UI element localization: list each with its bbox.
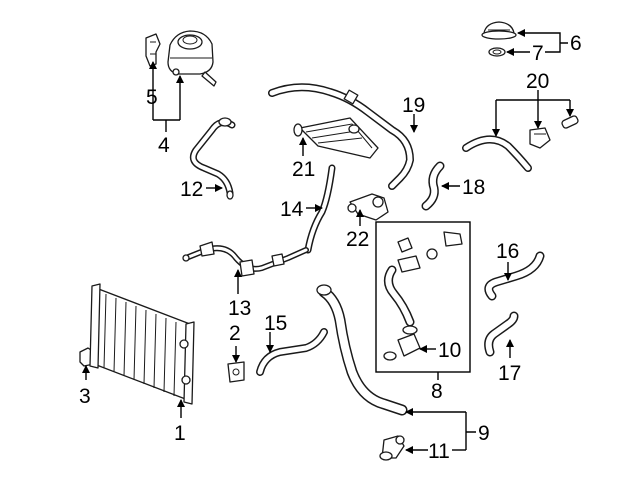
- callout-2: 2: [229, 322, 241, 345]
- callout-9: 9: [478, 422, 490, 445]
- thermostat-housing-part-22: [347, 193, 389, 221]
- radiator-part-1: [89, 283, 195, 405]
- hose-part-12: [189, 117, 236, 200]
- callout-14: 14: [280, 198, 304, 221]
- callout-6: 6: [570, 32, 582, 55]
- hose-part-17: [484, 311, 519, 357]
- bracket-part-2: [227, 361, 245, 383]
- callout-22: 22: [346, 228, 369, 251]
- heater-hoses-part-20: [462, 115, 579, 172]
- coolant-pipe-part-13: [182, 241, 309, 277]
- callout-19: 19: [402, 94, 425, 117]
- reservoir-cap: [481, 21, 517, 40]
- part-8-group-box: [375, 221, 471, 373]
- callout-17: 17: [498, 362, 521, 385]
- callout-20: 20: [526, 70, 549, 93]
- hose-part-18: [421, 161, 445, 211]
- callout-1: 1: [174, 422, 186, 445]
- callout-21: 21: [292, 158, 315, 181]
- callout-4: 4: [158, 134, 170, 157]
- pipe-assembly-part-21: [293, 117, 379, 159]
- callout-11: 11: [428, 440, 450, 463]
- callout-labels: 1 2 3 4 5 6 7 8 9 10 11 12 13 14 15 16 1…: [79, 32, 582, 463]
- callout-15: 15: [264, 312, 287, 335]
- callout-5: 5: [146, 86, 158, 109]
- callout-7: 7: [532, 42, 544, 65]
- flange-part-10: [383, 325, 421, 361]
- cap-seal: [488, 47, 506, 57]
- hose-part-14: [304, 164, 336, 254]
- callout-12: 12: [180, 178, 203, 201]
- callout-16: 16: [496, 240, 519, 263]
- callout-8: 8: [431, 380, 443, 403]
- lower-hose-part-9: [316, 284, 408, 416]
- callout-3: 3: [79, 385, 91, 408]
- callout-10: 10: [438, 339, 461, 362]
- hose-part-19: [268, 83, 414, 190]
- hose-part-15: [256, 328, 328, 376]
- leader-lines: [82, 29, 574, 454]
- callout-18: 18: [462, 176, 485, 199]
- reservoir-bracket: [145, 33, 161, 67]
- callout-13: 13: [228, 297, 251, 320]
- connector-part-11: [379, 435, 405, 461]
- hose-part-8-inner: [384, 231, 463, 327]
- coolant-reservoir: [167, 30, 217, 87]
